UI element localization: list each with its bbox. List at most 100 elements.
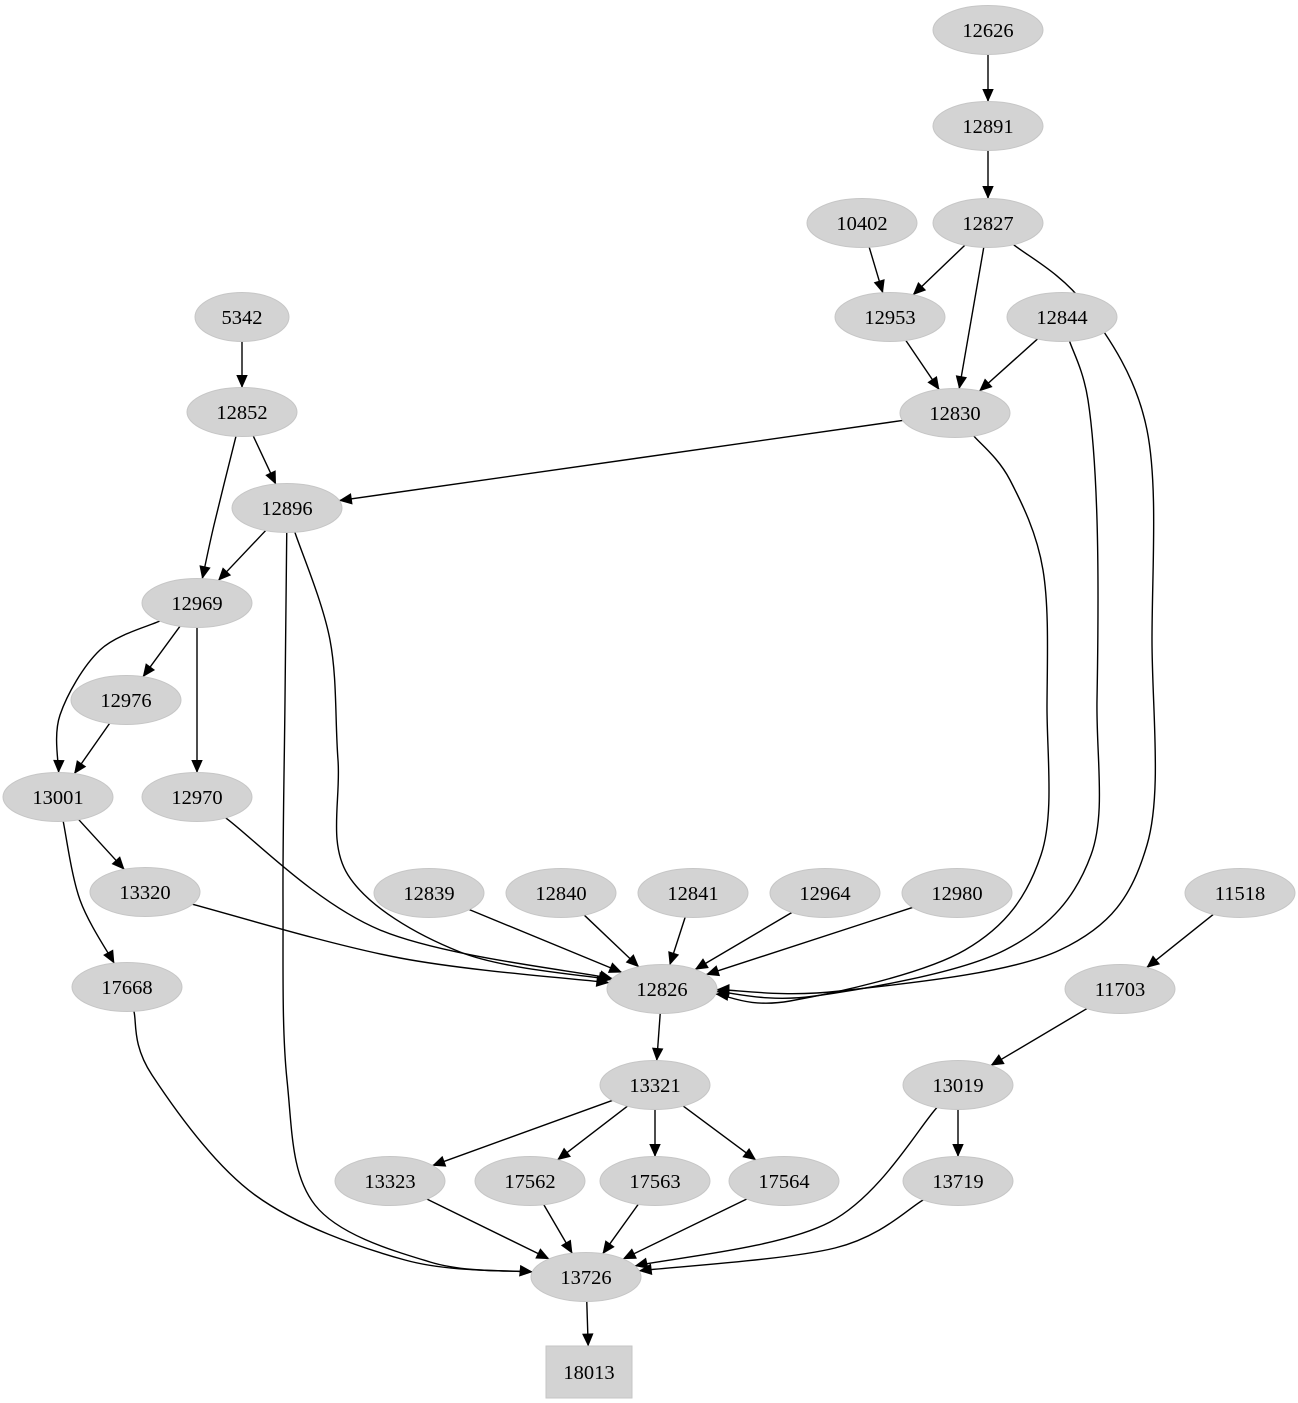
node-12841: 12841 — [637, 868, 749, 918]
node-12964: 12964 — [769, 868, 881, 918]
edge-12827-12826 — [716, 244, 1157, 996]
node-label-12626: 12626 — [962, 20, 1013, 42]
node-13321: 13321 — [599, 1060, 711, 1110]
node-ellipse-13019 — [902, 1060, 1014, 1110]
node-12969: 12969 — [141, 578, 253, 628]
edge-12969-12976 — [142, 625, 181, 678]
node-ellipse-12840 — [505, 868, 617, 918]
node-ellipse-12953 — [834, 292, 946, 342]
node-ellipse-12841 — [637, 868, 749, 918]
node-ellipse-12827 — [932, 198, 1044, 248]
node-label-12830: 12830 — [929, 403, 980, 425]
edge-17563-13726 — [602, 1203, 639, 1255]
node-ellipse-12626 — [932, 5, 1044, 55]
node-12852: 12852 — [186, 387, 298, 437]
node-label-13321: 13321 — [629, 1075, 680, 1097]
node-ellipse-5342 — [194, 292, 290, 342]
node-ellipse-10402 — [806, 198, 918, 248]
node-label-12852: 12852 — [216, 402, 267, 424]
edge-17668-13726 — [133, 1011, 533, 1277]
edge-11703-13019 — [990, 1007, 1088, 1067]
edge-13323-13726 — [426, 1198, 550, 1260]
node-label-17668: 17668 — [101, 977, 152, 999]
edge-17562-13726 — [543, 1204, 573, 1254]
node-label-12844: 12844 — [1036, 307, 1087, 329]
edge-12840-12826 — [583, 914, 640, 968]
node-ellipse-11518 — [1184, 868, 1296, 918]
node-13001: 13001 — [2, 772, 114, 822]
edge-12841-12826 — [668, 917, 686, 966]
node-12839: 12839 — [373, 868, 485, 918]
node-label-12964: 12964 — [799, 883, 850, 905]
node-label-12826: 12826 — [636, 979, 687, 1001]
edge-12830-12896 — [338, 419, 903, 505]
node-box-18013 — [545, 1345, 633, 1399]
node-ellipse-12970 — [141, 772, 253, 822]
node-11518: 11518 — [1184, 868, 1296, 918]
node-label-13019: 13019 — [932, 1075, 983, 1097]
node-ellipse-12844 — [1006, 292, 1118, 342]
edge-12852-12969 — [199, 436, 237, 580]
node-label-12839: 12839 — [403, 883, 454, 905]
node-label-11518: 11518 — [1215, 883, 1266, 905]
node-ellipse-12969 — [141, 578, 253, 628]
node-ellipse-12826 — [606, 964, 718, 1014]
node-ellipse-12852 — [186, 387, 298, 437]
node-label-12980: 12980 — [931, 883, 982, 905]
edge-13321-17562 — [557, 1105, 628, 1161]
node-ellipse-13719 — [902, 1156, 1014, 1206]
edge-12844-12830 — [978, 338, 1039, 392]
edge-12896-12826 — [294, 532, 612, 984]
edge-12953-12830 — [905, 340, 940, 390]
node-label-13323: 13323 — [364, 1171, 415, 1193]
node-ellipse-12891 — [932, 101, 1044, 151]
node-label-12896: 12896 — [261, 498, 312, 520]
edge-13719-13726 — [638, 1199, 924, 1276]
node-13320: 13320 — [89, 867, 201, 917]
node-ellipse-13321 — [599, 1060, 711, 1110]
node-label-12827: 12827 — [962, 213, 1013, 235]
edge-12896-13726 — [282, 532, 533, 1277]
edge-12896-12969 — [217, 530, 267, 581]
edge-13019-13726 — [634, 1107, 938, 1269]
edge-12980-12826 — [705, 906, 913, 977]
node-label-13001: 13001 — [32, 787, 83, 809]
node-ellipse-13320 — [89, 867, 201, 917]
node-label-17563: 17563 — [629, 1171, 680, 1193]
edge-12826-13321 — [651, 1013, 664, 1062]
edge-17564-13726 — [622, 1198, 748, 1260]
edge-10402-12953 — [868, 247, 885, 294]
edge-13726-18013 — [582, 1301, 594, 1347]
node-ellipse-12839 — [373, 868, 485, 918]
edge-13320-12826 — [192, 903, 610, 987]
edge-13001-13320 — [78, 819, 125, 870]
edge-13001-17668 — [62, 821, 115, 964]
node-12826: 12826 — [606, 964, 718, 1014]
node-12980: 12980 — [901, 868, 1013, 918]
node-label-12891: 12891 — [962, 116, 1013, 138]
node-label-17562: 17562 — [504, 1171, 555, 1193]
edge-11518-11703 — [1146, 913, 1214, 969]
node-ellipse-12976 — [70, 675, 182, 725]
node-12840: 12840 — [505, 868, 617, 918]
edge-12969-13001 — [53, 620, 161, 774]
node-12844: 12844 — [1006, 292, 1118, 342]
node-label-11703: 11703 — [1095, 979, 1146, 1001]
node-label-12841: 12841 — [667, 883, 718, 905]
node-ellipse-17668 — [71, 962, 183, 1012]
node-18013: 18013 — [545, 1345, 633, 1399]
edge-12976-13001 — [73, 722, 111, 775]
node-12953: 12953 — [834, 292, 946, 342]
node-12626: 12626 — [932, 5, 1044, 55]
edge-13321-13323 — [432, 1099, 613, 1167]
node-ellipse-12896 — [231, 483, 343, 533]
node-13726: 13726 — [530, 1252, 642, 1302]
node-ellipse-17563 — [599, 1156, 711, 1206]
node-5342: 5342 — [194, 292, 290, 342]
node-11703: 11703 — [1064, 964, 1176, 1014]
node-ellipse-11703 — [1064, 964, 1176, 1014]
node-13019: 13019 — [902, 1060, 1014, 1110]
node-13719: 13719 — [902, 1156, 1014, 1206]
